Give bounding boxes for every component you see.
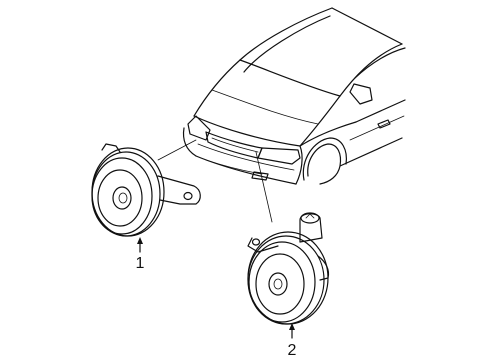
callout-1-label: 1 bbox=[136, 255, 145, 272]
horn-right-illustration bbox=[247, 212, 330, 325]
callout-1: 1 bbox=[136, 237, 145, 272]
callout-2-label: 2 bbox=[288, 342, 297, 359]
callout-1-arrowhead bbox=[137, 237, 143, 244]
callout-2: 2 bbox=[288, 323, 297, 359]
vehicle-illustration bbox=[182, 7, 406, 185]
horn-left-illustration bbox=[91, 143, 201, 237]
callout-2-arrowhead bbox=[289, 323, 295, 330]
leader-lines bbox=[157, 139, 273, 223]
